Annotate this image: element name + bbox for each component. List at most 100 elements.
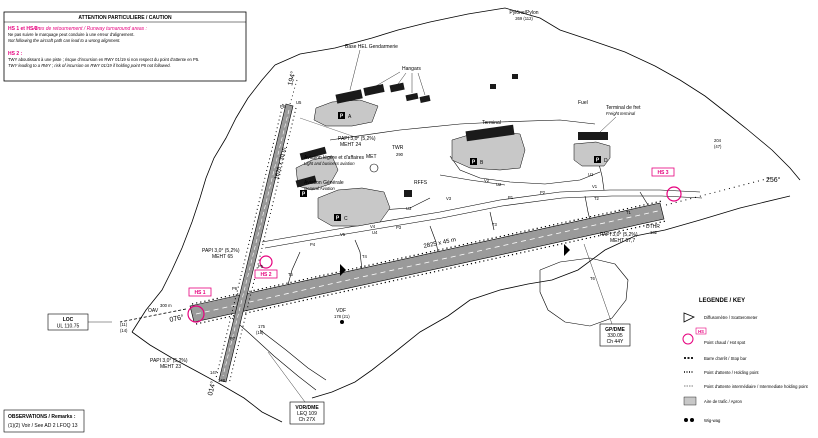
twy-u1: U1 — [588, 172, 594, 177]
building-small-2 — [490, 84, 496, 89]
twy-v3: V3 — [446, 196, 452, 201]
stand-c-letter: C — [344, 216, 348, 222]
approach-lights-east — [665, 177, 771, 206]
light-aviation-building — [299, 146, 327, 161]
meht-b: MEHT 65 — [212, 254, 233, 260]
twr-elevation: 290 — [396, 152, 404, 157]
caution-hs2-line1: TWY aboutissant à une piste ; risque d'i… — [8, 57, 199, 62]
facility-labels: Pylône/Pylon 269 (112) Base HEL Gendarme… — [304, 10, 722, 191]
loc-elevation-a: (11) — [120, 322, 128, 327]
taxiway-labels: P1 P2 P3 P4 P5 P6 P7 P8 T1 T2 T3 T4 T5 T… — [230, 100, 632, 341]
gp-frequency: 330.05 — [607, 333, 623, 339]
twy-u2: U2 — [496, 182, 502, 187]
papi-b: PAPI 3,0° (5,2%) — [202, 248, 240, 254]
loc-elevation-b: (14) — [120, 328, 128, 333]
hotspot-1-label: HS 1 — [194, 290, 205, 296]
observations-box: OBSERVATIONS / Remarks : (1)(2) Voir / S… — [3, 409, 85, 433]
twy-u5: U5 — [296, 100, 302, 105]
observations-title: OBSERVATIONS / Remarks : — [8, 414, 76, 420]
legend-title: LEGENDE / KEY — [699, 298, 745, 304]
caution-box: ATTENTION PARTICULIERE / CAUTION HS 1 et… — [3, 11, 247, 82]
apron-a — [313, 99, 379, 127]
caution-hs13-line2: Not following the aircraft path can lead… — [8, 38, 120, 43]
ga-en: General Aviation — [304, 186, 335, 191]
vor-frequency: LEQ 109 — [297, 411, 317, 417]
fuel-label: Fuel — [578, 100, 588, 106]
hotspot-2-circle — [259, 255, 273, 269]
runways — [119, 79, 771, 385]
pylon-label: Pylône/Pylon — [509, 10, 538, 16]
hangars-label: Hangars — [402, 66, 421, 72]
navaid-vdf: VDF 178 (21) — [334, 308, 350, 324]
runway-heading-194: 194° — [286, 70, 297, 86]
approach-lights-west — [119, 308, 187, 323]
elevation-f: 148 — [218, 378, 226, 383]
runway-heading-256: 256° — [766, 176, 781, 184]
runway-heading-014: 014° — [206, 380, 217, 396]
twy-t6: T6 — [590, 276, 596, 281]
freight-terminal-fr: Terminal de fret — [606, 105, 641, 111]
hangar-2 — [389, 82, 405, 93]
obstacle-elevation: 204 — [714, 138, 722, 143]
twr-label: TWR — [392, 145, 404, 151]
legend-holding: Point d'attente / Holding point — [704, 370, 759, 375]
twy-t2: T2 — [594, 196, 600, 201]
legend-apron: Aire de trafic / Apron — [704, 399, 743, 404]
twy-p1: P1 — [508, 195, 514, 200]
dthr-distance: 132 — [650, 230, 658, 235]
runway-main-dimensions: 2825 x 45 m — [423, 237, 457, 250]
hel-base-building — [335, 89, 363, 104]
caution-hs13-header: Aires de retournement / Runway turnaroun… — [32, 26, 148, 32]
light-aviation-fr: Aviation légère et d'affaires — [304, 155, 364, 161]
hotspot-1-circle — [187, 305, 205, 323]
elevation-d: (18) — [256, 330, 264, 335]
legend: LEGENDE / KEY Diffusomètre / Scatteromet… — [682, 298, 809, 423]
hotspot-3-circle — [666, 186, 682, 202]
windsock-icons — [340, 163, 570, 276]
hotspots: HS 1 HS 2 HS 3 — [187, 167, 682, 323]
freight-terminal-en: Freight terminal — [606, 111, 636, 116]
twy-p4: P4 — [310, 242, 316, 247]
terminal-label: Terminal — [482, 120, 501, 126]
stand-d-letter: D — [604, 158, 608, 164]
gp-title: GP/DME — [605, 327, 625, 333]
caution-title: ATTENTION PARTICULIERE / CAUTION — [78, 15, 172, 21]
runway-main — [189, 200, 667, 325]
light-aviation-en: Light and business aviation — [304, 161, 355, 166]
twy-u3: U3 — [406, 206, 412, 211]
observations-text: (1)(2) Voir / See AD 2 LFOQ 13 — [8, 423, 78, 429]
elevation-c: 175 — [258, 324, 266, 329]
meht-c: MEHT 57,7 — [610, 238, 635, 244]
caution-hs13-label: HS 1 et HS 3 : — [8, 26, 41, 32]
papi-a: PAPI 3,0° (5,2%) — [338, 136, 376, 142]
pylon-elevation: 269 (112) — [515, 16, 533, 21]
hangar-3 — [405, 92, 419, 102]
oav-distance: 300 m — [160, 303, 172, 308]
twy-p3: P3 — [396, 225, 402, 230]
twy-v2: V2 — [484, 178, 490, 183]
met-label: MET — [366, 154, 377, 160]
freight-terminal-building — [578, 132, 608, 140]
caution-hs2-line2: TWY leading to a RWY ; risk of incursion… — [8, 63, 171, 68]
terminal-building — [465, 124, 515, 142]
vor-title: VOR/DME — [295, 405, 319, 411]
buildings — [295, 74, 608, 197]
legend-intermediate: Point d'attente intermédiaire / Intermed… — [704, 384, 809, 389]
legend-hotspot: Point chaud / Hot spot — [704, 340, 746, 345]
twy-p7: P7 — [230, 336, 236, 341]
twy-p5: P5 — [258, 264, 264, 269]
stand-p-2: P — [472, 160, 476, 166]
approach-lights-north — [289, 79, 298, 105]
papi-labels: PAPI 3,0° (5,2%) MEHT 24 PAPI 3,0° (5,2%… — [150, 117, 638, 370]
twy-v1: V1 — [592, 184, 598, 189]
ga-building — [295, 175, 317, 188]
loc-frequency: UL 110.75 — [57, 324, 80, 330]
windsock-icon — [340, 264, 346, 276]
stand-p-5: P — [302, 192, 306, 198]
papi-c: PAPI 3,0° (5,2%) — [600, 232, 638, 238]
hotspot-3-label: HS 3 — [657, 170, 668, 176]
vdf-elevation: 178 (21) — [334, 314, 350, 319]
hel-base-label: Base HEL Gendarmerie — [345, 44, 398, 50]
stand-p-1: P — [340, 114, 344, 120]
